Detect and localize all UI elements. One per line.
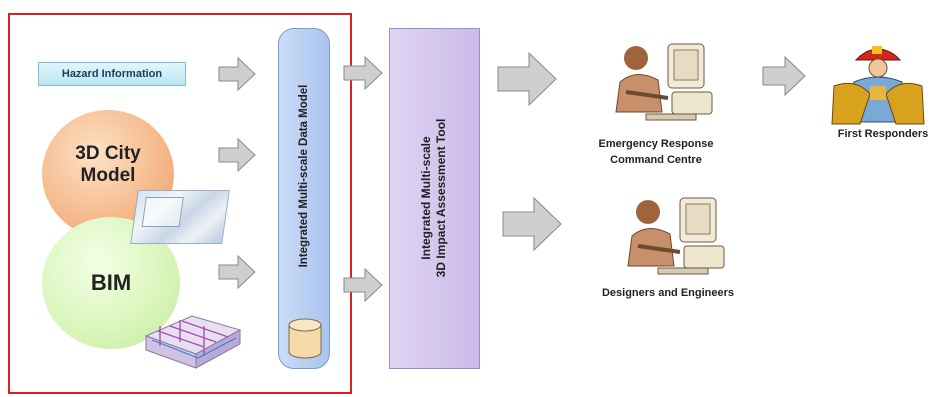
impact-tool-line-1: Integrated Multi-scale — [419, 136, 433, 260]
operator-computer-icon — [615, 43, 713, 121]
database-icon — [288, 318, 322, 359]
impact-tool-line-2: 3D Impact Assessment Tool — [434, 118, 448, 278]
impact-assessment-tool-label: Integrated Multi-scale 3D Impact Assessm… — [419, 119, 449, 278]
firefighter-icon — [831, 46, 925, 125]
system-boundary-frame — [8, 13, 352, 394]
first-responders-label: First Responders — [837, 128, 929, 140]
ercc-label-line-2: Command Centre — [610, 154, 702, 166]
arrow-icon — [343, 56, 383, 90]
operator-computer-icon — [627, 197, 725, 275]
ercc-label: Emergency Response Command Centre — [582, 136, 730, 168]
ercc-label-line-1: Emergency Response — [598, 138, 714, 150]
arrow-icon — [218, 57, 256, 91]
city-model-image — [130, 190, 230, 244]
building-model-image — [144, 315, 242, 369]
designers-engineers-label: Designers and Engineers — [601, 287, 735, 299]
bim-label: BIM — [90, 270, 132, 295]
arrow-icon — [762, 56, 806, 96]
data-model-bar — [278, 28, 330, 369]
data-model-label: Integrated Multi-scale Data Model — [298, 84, 310, 268]
arrow-icon — [343, 268, 383, 302]
impact-assessment-tool-bar — [389, 28, 480, 369]
arrow-icon — [218, 138, 256, 172]
hazard-information-box: Hazard Information — [38, 62, 186, 86]
city-model-label: 3D City Model — [75, 143, 141, 186]
arrow-icon — [218, 255, 256, 289]
arrow-icon — [502, 197, 562, 251]
arrow-icon — [497, 52, 557, 106]
